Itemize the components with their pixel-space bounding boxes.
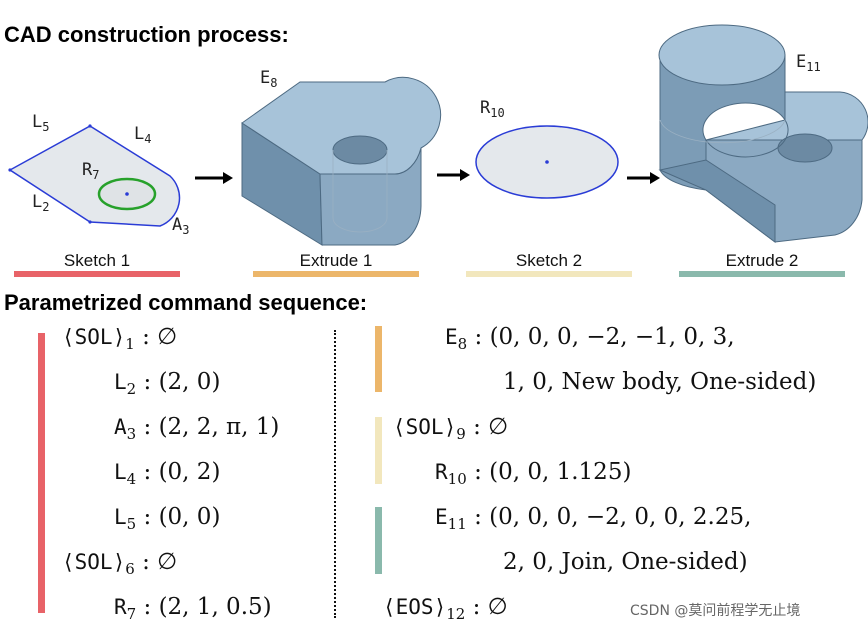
extrude1-solid <box>241 76 442 246</box>
label-R10: R10 <box>480 98 505 120</box>
sketch2-circle <box>475 125 619 199</box>
stage-label-sketch1: Sketch 1 <box>63 251 131 270</box>
command-sol-1: ⟨SOL⟩1 : ∅ <box>62 324 178 353</box>
arrow-3 <box>627 172 660 184</box>
stage-bar-sketch2 <box>466 271 632 277</box>
label-R7: R7 <box>82 160 100 182</box>
watermark: CSDN @莫问前程学无止境 <box>630 603 801 619</box>
command-arc-3: A3 : (2, 2, π, 1) <box>114 414 280 443</box>
label-L2: L2 <box>32 192 50 214</box>
stage-label-sketch2: Sketch 2 <box>515 251 583 270</box>
command-sol-9: ⟨SOL⟩9 : ∅ <box>393 414 509 443</box>
command-circle-10: R10 : (0, 0, 1.125) <box>435 459 632 488</box>
process-heading: CAD construction process: <box>4 22 289 47</box>
group-bar-sketch1 <box>38 333 45 613</box>
stage-bar-sketch1 <box>14 271 180 277</box>
column-divider <box>334 330 336 618</box>
group-bar-extrude2 <box>375 507 382 574</box>
label-E8: E8 <box>260 68 278 90</box>
sequence-heading: Parametrized command sequence: <box>4 290 368 315</box>
command-circle-7: R7 : (2, 1, 0.5) <box>114 594 272 623</box>
label-L5: L5 <box>32 112 50 134</box>
command-line-2: L2 : (2, 0) <box>114 369 221 398</box>
command-extrude-8: E8 : (0, 0, 0, −2, −1, 0, 3, <box>445 324 735 353</box>
stage-label-extrude1: Extrude 1 <box>299 251 373 270</box>
command-sol-6: ⟨SOL⟩6 : ∅ <box>62 549 178 578</box>
command-extrude-11-cont: 2, 0, Join, One-sided) <box>503 549 748 575</box>
arrow-1 <box>195 172 233 184</box>
stage-bar-extrude1 <box>253 271 419 277</box>
arrow-2 <box>437 169 470 181</box>
group-bar-extrude1 <box>375 326 382 392</box>
command-extrude-8-cont: 1, 0, New body, One-sided) <box>503 369 817 395</box>
stage-bar-extrude2 <box>679 271 845 277</box>
extrude2-solid <box>658 24 868 244</box>
command-extrude-11: E11 : (0, 0, 0, −2, 0, 0, 2.25, <box>435 504 752 533</box>
sketch1-profile <box>8 124 181 227</box>
label-A3: A3 <box>172 215 190 237</box>
group-bar-sketch2 <box>375 417 382 484</box>
command-line-4: L4 : (0, 2) <box>114 459 221 488</box>
label-E11: E11 <box>796 52 821 74</box>
construction-diagram <box>8 24 868 246</box>
label-L4: L4 <box>134 124 152 146</box>
stage-label-extrude2: Extrude 2 <box>725 251 799 270</box>
command-line-5: L5 : (0, 0) <box>114 504 221 533</box>
command-eos-12: ⟨EOS⟩12 : ∅ <box>383 594 508 623</box>
